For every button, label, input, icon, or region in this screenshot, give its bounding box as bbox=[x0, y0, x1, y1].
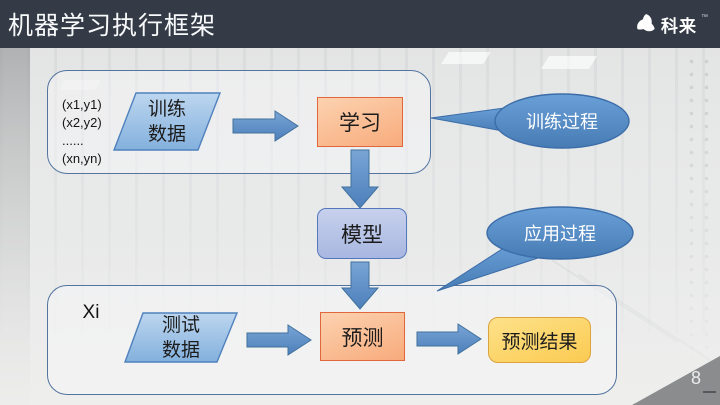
training-data-line2: 数据 bbox=[147, 122, 186, 145]
test-data-line1: 测试 bbox=[161, 313, 200, 336]
sample-line: ...... bbox=[62, 133, 84, 148]
slide-title: 机器学习执行框架 bbox=[8, 12, 217, 40]
logo: 科来 ™ bbox=[635, 0, 708, 48]
predict-result-node: 预测结果 bbox=[488, 317, 591, 363]
sample-line: (x2,y2) bbox=[62, 115, 102, 130]
apply-process-label: 应用过程 bbox=[524, 224, 596, 245]
header-bar: 机器学习执行框架 科来 ™ bbox=[0, 0, 720, 48]
logo-text: 科来 bbox=[661, 16, 697, 36]
training-samples-text: (x1,y1) (x2,y2) ...... (xn,yn) bbox=[62, 96, 132, 168]
predict-node: 预测 bbox=[320, 312, 405, 361]
training-data-label: 训练 数据 bbox=[114, 93, 220, 150]
test-input-label: Xi bbox=[82, 302, 100, 323]
model-node: 模型 bbox=[317, 208, 407, 259]
training-process-label: 训练过程 bbox=[526, 112, 598, 133]
page-number-underline bbox=[703, 391, 716, 393]
colasoft-logo-icon bbox=[637, 14, 655, 32]
test-data-line2: 数据 bbox=[161, 338, 200, 361]
test-data-label: 测试 数据 bbox=[125, 313, 237, 362]
learn-node: 学习 bbox=[317, 97, 403, 147]
sample-line: (xn,yn) bbox=[62, 151, 102, 166]
training-data-line1: 训练 bbox=[147, 97, 186, 120]
sample-line: (x1,y1) bbox=[62, 97, 102, 112]
logo-trademark: ™ bbox=[701, 14, 708, 21]
page-number: 8 bbox=[690, 368, 701, 388]
